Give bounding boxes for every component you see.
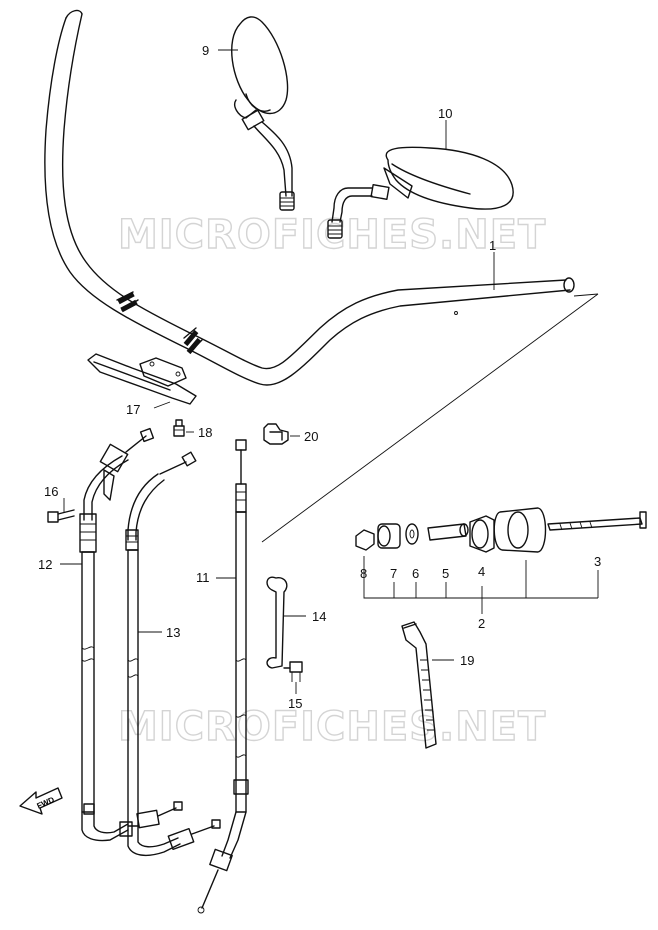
mirror-right bbox=[327, 146, 514, 239]
cable-13 bbox=[119, 451, 197, 857]
callout-16: 16 bbox=[44, 484, 58, 499]
mirror-left bbox=[231, 16, 295, 211]
callout-7: 7 bbox=[390, 566, 397, 581]
callout-9: 9 bbox=[202, 43, 209, 58]
cable-tie-19 bbox=[401, 621, 437, 749]
callout-1: 1 bbox=[489, 238, 496, 253]
knurl-band-right bbox=[183, 327, 203, 355]
screw-15 bbox=[283, 661, 303, 682]
callout-14: 14 bbox=[312, 609, 326, 624]
washer-6 bbox=[405, 523, 419, 545]
callout-12: 12 bbox=[38, 557, 52, 572]
callout-11: 11 bbox=[196, 570, 210, 585]
callout-19: 19 bbox=[460, 653, 474, 668]
handlebar bbox=[44, 9, 575, 386]
holder-bracket bbox=[87, 353, 197, 405]
callout-13: 13 bbox=[166, 625, 180, 640]
callout-2: 2 bbox=[478, 616, 485, 631]
clamp-20 bbox=[263, 423, 289, 445]
bolt-16 bbox=[47, 509, 75, 523]
callout-15: 15 bbox=[288, 696, 302, 711]
weight-2 bbox=[493, 507, 547, 553]
cable-12 bbox=[79, 427, 155, 842]
sleeve-4 bbox=[469, 515, 495, 553]
callout-18: 18 bbox=[198, 425, 212, 440]
callout-3: 3 bbox=[594, 554, 601, 569]
cable-11 bbox=[167, 439, 249, 914]
detail-guide bbox=[261, 293, 599, 543]
bar-end-assembly bbox=[355, 507, 647, 614]
watermark-top: MICROFICHES.NET bbox=[118, 212, 546, 258]
clip-14 bbox=[266, 576, 288, 669]
callout-5: 5 bbox=[442, 566, 449, 581]
callout-17: 17 bbox=[126, 402, 140, 417]
callout-8: 8 bbox=[360, 566, 367, 581]
bolt-3 bbox=[547, 517, 643, 531]
bolt-18 bbox=[173, 419, 185, 437]
callout-10: 10 bbox=[438, 106, 452, 121]
watermark-bottom: MICROFICHES.NET bbox=[118, 704, 546, 750]
nut-8 bbox=[355, 529, 375, 551]
callout-4: 4 bbox=[478, 564, 485, 579]
leader-lines bbox=[60, 49, 495, 694]
fwd-arrow-icon: FWD bbox=[19, 787, 63, 815]
knurl-band-left bbox=[116, 291, 139, 313]
detail-guide-top bbox=[573, 293, 599, 297]
callout-20: 20 bbox=[304, 429, 318, 444]
callout-6: 6 bbox=[412, 566, 419, 581]
